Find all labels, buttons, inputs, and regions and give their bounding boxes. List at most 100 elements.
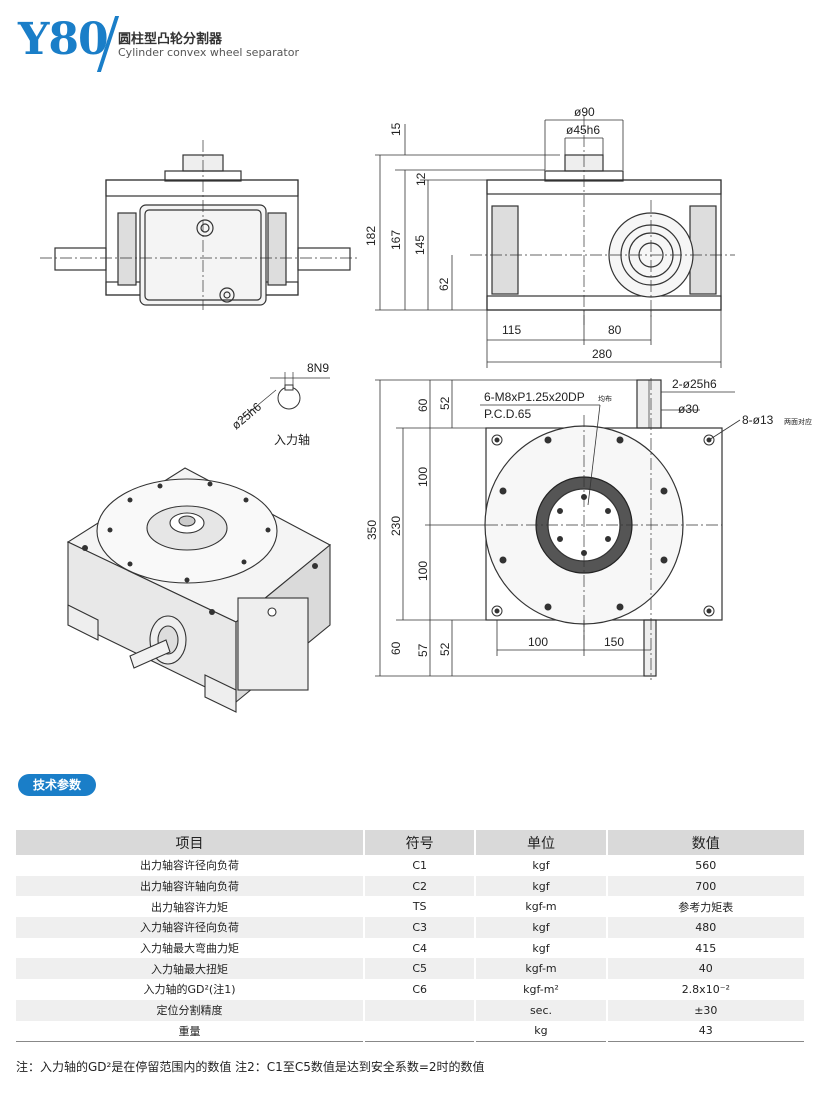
isometric-bolt-holes — [82, 481, 318, 615]
svg-text:6-M8xP1.25x20DP: 6-M8xP1.25x20DP — [484, 390, 585, 404]
side-view-dimensions — [375, 119, 722, 368]
svg-text:ø25h6: ø25h6 — [229, 399, 264, 432]
cell-item: 重量 — [16, 1020, 365, 1043]
cell-value: 40 — [606, 958, 807, 980]
cell-item: 定位分割精度 — [16, 999, 365, 1021]
side-view — [470, 115, 735, 325]
model-number: Y80 — [18, 14, 109, 65]
table-row: 入力轴容许径向负荷 C3 kgf 480 — [16, 917, 807, 938]
top-view-holes — [491, 434, 715, 617]
technical-drawings: ø90 ø45h6 115 80 280 15 12 182 167 145 6… — [40, 105, 812, 713]
input-shaft-detail — [239, 372, 330, 421]
svg-text:12: 12 — [414, 172, 428, 186]
svg-text:350: 350 — [365, 520, 379, 540]
section-badge-specs: 技术参数 — [18, 774, 96, 796]
cell-symbol: C6 — [364, 979, 477, 1000]
svg-text:167: 167 — [389, 230, 403, 250]
cell-symbol — [364, 999, 477, 1021]
svg-text:115: 115 — [502, 323, 521, 337]
svg-text:ø45h6: ø45h6 — [566, 123, 600, 137]
cell-symbol: C1 — [364, 855, 477, 876]
cell-item: 入力轴的GD²(注1) — [16, 979, 365, 1000]
cell-item: 入力轴最大扭矩 — [16, 958, 365, 980]
svg-text:52: 52 — [438, 642, 452, 656]
svg-text:2-ø25h6: 2-ø25h6 — [672, 377, 717, 391]
isometric-view — [66, 467, 331, 713]
cell-symbol: C2 — [364, 875, 477, 897]
table-row: 出力轴容许径向负荷 C1 kgf 560 — [16, 855, 807, 876]
col-header-symbol: 符号 — [364, 830, 477, 855]
cell-unit: kgf — [475, 875, 608, 897]
col-header-item: 项目 — [16, 830, 365, 855]
side-view-dimension-labels: ø90 ø45h6 115 80 280 15 12 182 167 145 6… — [364, 105, 622, 361]
cell-symbol: C5 — [364, 958, 477, 980]
svg-text:ø90: ø90 — [574, 105, 595, 119]
top-view-dimensions — [375, 379, 741, 677]
cell-value: 43 — [606, 1020, 807, 1043]
svg-text:8N9: 8N9 — [307, 361, 329, 375]
table-row: 定位分割精度 sec. ±30 — [16, 999, 807, 1021]
table-row: 重量 kg 43 — [16, 1020, 807, 1043]
svg-text:280: 280 — [592, 347, 612, 361]
cell-item: 入力轴最大弯曲力矩 — [16, 937, 365, 959]
svg-text:8-ø13: 8-ø13 — [742, 413, 774, 427]
cell-symbol — [364, 1020, 477, 1043]
cell-item: 出力轴容许径向负荷 — [16, 855, 365, 876]
front-view — [40, 140, 360, 310]
table-header-row: 项目 符号 单位 数值 — [16, 830, 807, 855]
svg-text:60: 60 — [389, 641, 403, 655]
table-row: 入力轴最大弯曲力矩 C4 kgf 415 — [16, 937, 807, 959]
svg-text:100: 100 — [528, 635, 548, 649]
cell-item: 出力轴容许轴向负荷 — [16, 875, 365, 897]
cell-value: ±30 — [606, 999, 807, 1021]
cell-unit: kgf — [475, 855, 608, 876]
cell-item: 入力轴容许径向负荷 — [16, 917, 365, 938]
cell-value: 560 — [606, 855, 807, 876]
spec-table: 项目 符号 单位 数值 出力轴容许径向负荷 C1 kgf 560 出力轴容许轴向… — [16, 830, 807, 1043]
svg-text:ø30: ø30 — [678, 402, 699, 416]
product-title-en: Cylinder convex wheel separator — [118, 46, 299, 59]
product-title-cn: 圆柱型凸轮分割器 — [118, 32, 223, 47]
top-view-dimension-labels: 6-M8xP1.25x20DP 均布 P.C.D.65 2-ø25h6 ø30 … — [365, 377, 812, 657]
table-row: 出力轴容许力矩 TS kgf-m 参考力矩表 — [16, 896, 807, 918]
cell-value: 700 — [606, 875, 807, 897]
svg-text:两面对应: 两面对应 — [784, 417, 812, 426]
svg-text:230: 230 — [389, 516, 403, 536]
svg-text:入力轴: 入力轴 — [274, 432, 310, 447]
cell-unit: sec. — [475, 999, 608, 1021]
cell-unit: kg — [475, 1020, 608, 1043]
cell-unit: kgf — [475, 937, 608, 959]
svg-text:150: 150 — [604, 635, 624, 649]
input-shaft-labels: 8N9 ø25h6 入力轴 — [229, 361, 329, 447]
svg-text:52: 52 — [438, 396, 452, 410]
footnote: 注：入力轴的GD²是在停留范围内的数值 注2：C1至C5数值是达到安全系数=2时… — [16, 1060, 485, 1074]
svg-text:均布: 均布 — [598, 394, 612, 403]
svg-text:80: 80 — [608, 323, 622, 337]
svg-text:182: 182 — [364, 226, 378, 246]
svg-text:62: 62 — [437, 277, 451, 291]
cell-unit: kgf-m — [475, 896, 608, 918]
cell-symbol: TS — [364, 896, 477, 918]
cell-unit: kgf-m — [475, 958, 608, 980]
svg-text:P.C.D.65: P.C.D.65 — [484, 407, 531, 421]
cell-item: 出力轴容许力矩 — [16, 896, 365, 918]
svg-text:57: 57 — [416, 643, 430, 657]
cell-symbol: C3 — [364, 917, 477, 938]
cell-unit: kgf-m² — [475, 979, 608, 1000]
cell-value: 415 — [606, 937, 807, 959]
cell-symbol: C4 — [364, 937, 477, 959]
table-row: 入力轴最大扭矩 C5 kgf-m 40 — [16, 958, 807, 980]
svg-text:60: 60 — [416, 398, 430, 412]
col-header-unit: 单位 — [475, 830, 608, 855]
svg-text:100: 100 — [416, 561, 430, 581]
svg-text:100: 100 — [416, 467, 430, 487]
svg-text:15: 15 — [389, 122, 403, 136]
cell-value: 2.8x10⁻² — [606, 979, 807, 1000]
cell-value: 参考力矩表 — [606, 896, 807, 918]
table-row: 入力轴的GD²(注1) C6 kgf-m² 2.8x10⁻² — [16, 979, 807, 1000]
top-view — [484, 378, 723, 680]
cell-value: 480 — [606, 917, 807, 938]
table-row: 出力轴容许轴向负荷 C2 kgf 700 — [16, 875, 807, 897]
svg-text:145: 145 — [413, 235, 427, 255]
col-header-value: 数值 — [606, 830, 807, 855]
